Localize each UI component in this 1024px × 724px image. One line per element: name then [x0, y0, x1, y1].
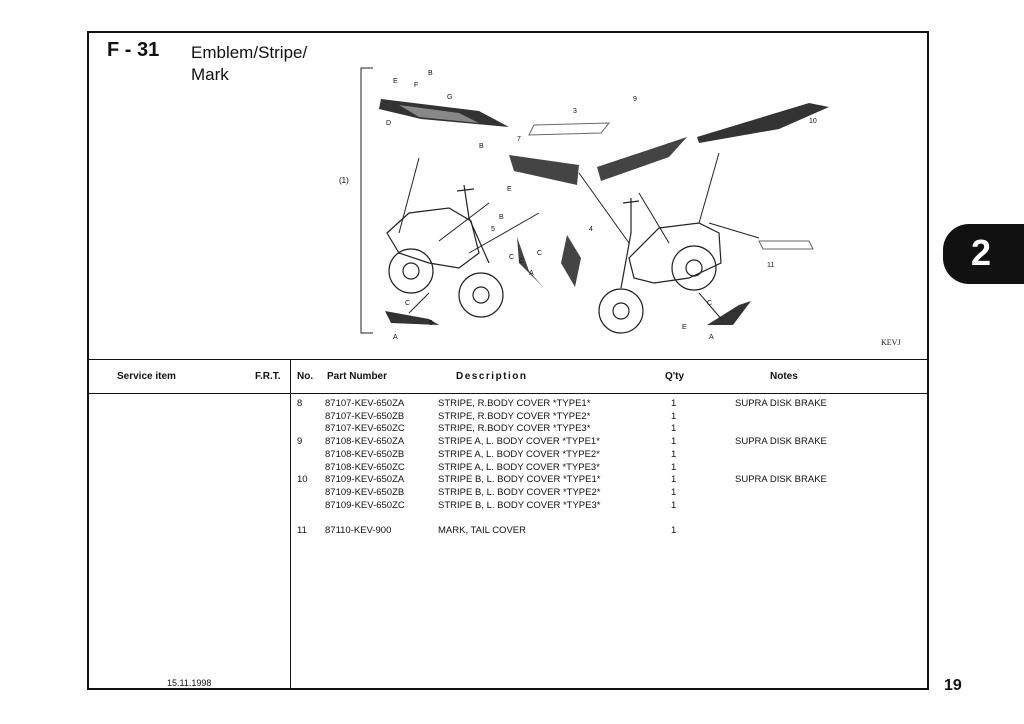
label-9: 9	[633, 96, 637, 103]
header-part-number: Part Number	[327, 371, 388, 382]
table-cell-qty: 1	[671, 525, 677, 536]
label-5: 5	[491, 226, 495, 233]
motorcycle-left	[386, 184, 504, 318]
issue-date: 15.11.1998	[167, 678, 212, 688]
label-C3: C	[537, 250, 542, 257]
diagram-code: KEVJ	[881, 338, 901, 347]
figure-title-line2: Mark	[191, 65, 229, 84]
label-G: G	[447, 94, 452, 101]
label-4: 4	[589, 226, 593, 233]
table-cell-qty: 1	[671, 474, 677, 486]
table-cell-part: 87110-KEV-900	[325, 525, 392, 536]
table-cell-no: 10	[297, 474, 308, 486]
label-A1: A	[529, 270, 534, 277]
table-cell-qty: 1	[671, 423, 677, 435]
table-column-divider	[290, 359, 291, 688]
motorcycle-right	[598, 198, 722, 334]
figure-title-line1: Emblem/Stripe/	[191, 43, 308, 62]
label-B2: B	[479, 143, 484, 150]
table-cell-desc: STRIPE A, L. BODY COVER *TYPE1*	[438, 436, 600, 448]
stripe-3-shape	[517, 237, 543, 287]
table-cell-desc: STRIPE B, L. BODY COVER *TYPE3*	[438, 499, 601, 511]
stripe-10-shape	[697, 103, 829, 143]
table-cell-qty: 1	[671, 499, 677, 511]
table-header-rule	[89, 393, 927, 394]
table-cell-part: 87107-KEV-650ZB	[325, 410, 405, 422]
label-A2: A	[393, 334, 398, 341]
label-B3: B	[499, 214, 504, 221]
label-F: F	[414, 82, 418, 89]
table-cell-desc: STRIPE A, L. BODY COVER *TYPE3*	[438, 461, 600, 473]
label-A3: A	[709, 334, 714, 341]
stripe-4-shape	[561, 235, 581, 287]
table-cell-notes: SUPRA DISK BRAKE	[735, 474, 827, 486]
table-cell-qty: 1	[671, 436, 677, 448]
header-no: No.	[297, 371, 314, 382]
stripe-bottom-left	[385, 311, 439, 325]
table-cell-part: 87108-KEV-650ZB	[325, 448, 405, 460]
label-B1: B	[428, 70, 433, 77]
catalog-frame: F - 31 Emblem/Stripe/ Mark (1)	[87, 31, 929, 690]
table-cell-desc: STRIPE A, L. BODY COVER *TYPE2*	[438, 448, 600, 460]
table-cell-desc: STRIPE B, L. BODY COVER *TYPE2*	[438, 486, 601, 498]
stripe-7-shape	[509, 155, 579, 185]
table-cell-part: 87107-KEV-650ZC	[325, 423, 405, 435]
table-cell-desc: STRIPE, R.BODY COVER *TYPE3*	[438, 423, 591, 435]
label-3a: 3	[573, 108, 577, 115]
header-notes: Notes	[770, 371, 798, 382]
table-cell-part: 87109-KEV-650ZA	[325, 474, 405, 486]
table-cell-notes: SUPRA DISK BRAKE	[735, 436, 827, 448]
table-cell-part: 87109-KEV-650ZB	[325, 486, 405, 498]
table-cell-part: 87108-KEV-650ZC	[325, 461, 405, 473]
table-cell-part: 87107-KEV-650ZA	[325, 398, 405, 409]
label-C4: C	[405, 300, 410, 307]
header-qty: Q'ty	[665, 371, 685, 382]
table-cell-qty: 1	[671, 410, 677, 422]
table-cell-qty: 1	[671, 461, 677, 473]
stripe-8-inner	[399, 105, 479, 123]
label-C1: C	[509, 254, 514, 261]
section-tab: 2	[943, 224, 1024, 284]
label-C5: C	[707, 300, 712, 307]
table-cell-qty: 1	[671, 398, 677, 409]
table-cell-no: 8	[297, 398, 303, 409]
table-cell-qty: 1	[671, 486, 677, 498]
label-group: (1)	[339, 176, 349, 185]
label-E2: E	[507, 186, 512, 193]
table-cell-no: 11	[297, 525, 307, 536]
header-frt: F.R.T.	[255, 371, 281, 382]
table-cell-qty: 1	[671, 448, 677, 460]
label-5b: 5	[429, 320, 433, 327]
table-cell-desc: MARK, TAIL COVER	[438, 525, 526, 536]
mark-center	[528, 122, 611, 136]
label-C2: C	[519, 258, 524, 265]
label-11: 11	[767, 262, 774, 269]
header-description: Description	[456, 371, 528, 382]
stripe-9-shape	[597, 137, 687, 181]
page-number: 19	[944, 677, 962, 694]
label-7: 7	[517, 136, 521, 143]
stripe-bottom-right	[707, 301, 751, 325]
table-cell-notes: SUPRA DISK BRAKE	[735, 398, 827, 409]
group-bracket	[360, 67, 373, 334]
table-cell-desc: STRIPE, R.BODY COVER *TYPE1*	[438, 398, 591, 409]
table-cell-no: 9	[297, 436, 303, 448]
label-E1: E	[393, 78, 398, 85]
table-cell-part: 87109-KEV-650ZC	[325, 499, 405, 511]
label-10: 10	[809, 118, 817, 125]
table-top-rule	[89, 359, 927, 360]
section-tab-number: 2	[971, 232, 992, 273]
table-cell-desc: STRIPE, R.BODY COVER *TYPE2*	[438, 410, 591, 422]
figure-title: Emblem/Stripe/ Mark	[191, 42, 331, 86]
label-D: D	[386, 120, 391, 127]
exploded-parts-diagram: (1)	[339, 67, 829, 341]
table-cell-part: 87108-KEV-650ZA	[325, 436, 405, 448]
label-E3: E	[682, 324, 687, 331]
figure-code: F - 31	[107, 39, 160, 61]
header-service-item: Service item	[117, 371, 176, 382]
table-cell-desc: STRIPE B, L. BODY COVER *TYPE1*	[438, 474, 601, 486]
leader-lines	[398, 152, 760, 322]
mark-11-shape	[758, 240, 814, 250]
